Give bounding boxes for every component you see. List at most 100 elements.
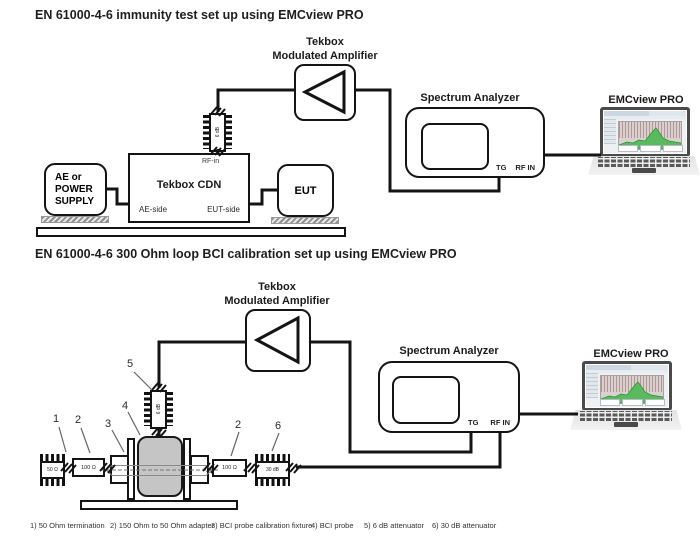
- marker-6: 6: [275, 420, 282, 432]
- legend-item-1: 1) 50 Ohm termination: [30, 521, 105, 530]
- marker-1: 1: [53, 413, 60, 425]
- termination-50ohm: 50 Ω: [40, 454, 65, 486]
- spectrum-analyzer-label: Spectrum Analyzer: [420, 92, 520, 104]
- wire-cdn-to-eut: [249, 188, 278, 206]
- emcview-statusrow: [618, 145, 683, 152]
- fixture-block-right: [190, 455, 209, 484]
- emcview-toolbar: [604, 111, 686, 116]
- emcview-menustrip: [586, 370, 668, 373]
- attenuator-body: 6 dB: [150, 390, 167, 429]
- marker-2-left: 2: [75, 414, 82, 426]
- ae-line2: POWER: [55, 183, 93, 195]
- amplifier2-label-line1: Tekbox: [258, 281, 296, 293]
- amplifier2-triangle: [253, 315, 299, 365]
- attenuator-6db: 6 dB: [203, 113, 232, 152]
- ae-isolation-pad: [41, 216, 109, 223]
- cdn-name: Tekbox CDN: [156, 179, 222, 191]
- leader-line-5: [133, 371, 153, 391]
- diagram1-title: EN 61000-4-6 immunity test set up using …: [35, 8, 364, 22]
- amplifier-box: [294, 64, 356, 121]
- attenuator-fins-right: [166, 392, 173, 426]
- attenuator-fins-left: [144, 392, 151, 426]
- attenuator-30db: 30 dB: [255, 454, 290, 486]
- bci-probe: [137, 436, 183, 497]
- amplifier2-box: [245, 309, 311, 372]
- laptop: [588, 107, 700, 175]
- marker-4: 4: [122, 400, 129, 412]
- green-trace: [601, 381, 663, 403]
- spectrum-analyzer2-label: Spectrum Analyzer: [399, 345, 499, 357]
- status-cell: [640, 145, 661, 152]
- amplifier2-triangle-icon: [253, 315, 299, 365]
- tg-port-label: TG: [496, 163, 507, 172]
- spectrum-analyzer2-box: TG RF IN: [378, 361, 520, 433]
- amplifier-label-line2: Modulated Amplifier: [272, 49, 378, 62]
- diagram2-title: EN 61000-4-6 300 Ohm loop BCI calibratio…: [35, 247, 457, 261]
- marker-5: 5: [127, 358, 134, 370]
- emcview-statusrow: [600, 399, 665, 406]
- ground-plane: [36, 227, 346, 237]
- status-cell: [600, 399, 621, 406]
- wire-attenuator30-to-rfin2: [296, 433, 502, 469]
- adapter-right: 100 Ω: [212, 459, 247, 477]
- legend-item-3: 3) BCI probe calibration fixture: [211, 521, 313, 530]
- ae-line3: SUPPLY: [55, 195, 95, 207]
- leader-line-6: [271, 432, 280, 452]
- leader-line-4: [127, 411, 141, 436]
- amplifier-triangle: [301, 69, 345, 115]
- attenuator-30db-label: 30 dB: [265, 467, 280, 473]
- emcview-toolbar: [586, 365, 668, 370]
- fixture-base-plate: [80, 500, 238, 510]
- marker-2-right: 2: [235, 419, 242, 431]
- laptop2-label: EMCview PRO: [593, 348, 669, 360]
- rf-in2-port-label: RF IN: [490, 418, 510, 427]
- eut-box: EUT: [277, 164, 334, 217]
- eut-isolation-pad: [271, 217, 339, 224]
- termination-fins-top: [40, 454, 65, 461]
- termination-label: 50 Ω: [47, 467, 58, 473]
- termination-body: 50 Ω: [40, 461, 65, 479]
- termination-fins-bottom: [40, 479, 65, 486]
- emcview-window: [586, 365, 668, 407]
- adapter-right-label: 100 Ω: [222, 465, 237, 471]
- leader-line-1: [58, 426, 67, 453]
- legend-item-2: 2) 150 Ohm to 50 Ohm adapter: [110, 521, 215, 530]
- attenuator-6db-label: 6 dB: [155, 404, 162, 415]
- wire-ae-to-cdn: [107, 187, 129, 206]
- eut-label: EUT: [294, 184, 317, 197]
- cdn-rf-in-label: RF-in: [202, 158, 220, 165]
- marker-3: 3: [105, 418, 112, 430]
- emcview-menustrip: [604, 116, 686, 119]
- laptop-touchpad: [632, 168, 656, 173]
- laptop-screen: [600, 107, 690, 157]
- attenuator-fins-left: [203, 115, 210, 149]
- laptop2-keyboard: [580, 411, 672, 421]
- amplifier2-label-line2: Modulated Amplifier: [224, 294, 330, 307]
- emcview-chart-bars: [619, 122, 681, 139]
- laptop2-screen: [582, 361, 672, 411]
- rf-in-port-label: RF IN: [515, 163, 535, 172]
- legend-item-4: 4) BCI probe: [311, 521, 354, 530]
- amplifier-label: Tekbox Modulated Amplifier: [245, 36, 405, 64]
- laptop2-base: [570, 410, 682, 430]
- laptop2: [570, 361, 682, 431]
- spectrum-analyzer2-screen: [392, 376, 460, 424]
- laptop2-touchpad: [614, 422, 638, 427]
- attenuator-label: 6 dB: [214, 127, 221, 138]
- spectrum-analyzer-box: TG RF IN: [405, 107, 545, 178]
- emcview-sidebar: [604, 119, 616, 144]
- status-cell: [662, 145, 683, 152]
- emcview-trace-icon: [619, 127, 681, 149]
- attenuator-6db-item5: 6 dB: [144, 390, 173, 429]
- laptop-label: EMCview PRO: [608, 94, 684, 106]
- emcview-trace-icon: [601, 381, 663, 403]
- attenuator-body: 6 dB: [209, 113, 226, 152]
- attenuator-fins-bottom: [255, 479, 290, 486]
- cdn-ae-side-label: AE-side: [139, 205, 168, 214]
- adapter-left: 100 Ω: [72, 458, 105, 477]
- emcview-chart-bars: [601, 376, 663, 393]
- amplifier-label-line1: Tekbox: [306, 36, 344, 48]
- laptop-base: [588, 156, 700, 175]
- leader-line-3: [111, 429, 125, 453]
- amplifier2-label: Tekbox Modulated Amplifier: [197, 281, 357, 309]
